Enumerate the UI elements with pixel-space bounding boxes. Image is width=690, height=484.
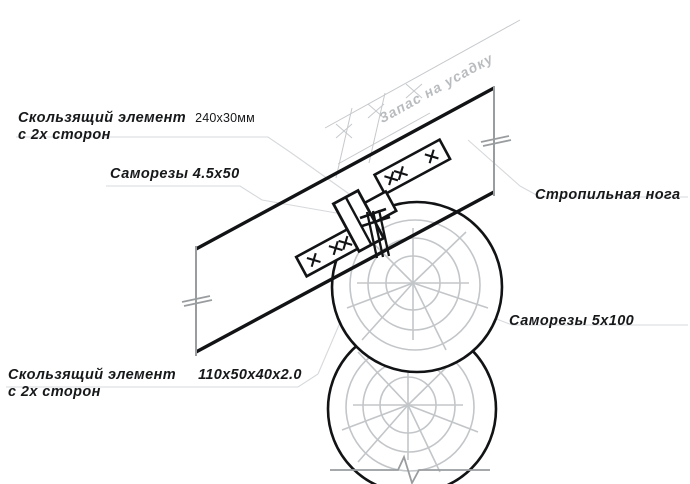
large-screws-group [359,207,391,259]
label-sliding-element-top-line2: с 2х сторон [18,127,111,144]
shrinkage-cross-marks [335,83,423,139]
label-sliding-element-top: Скользящий элемент 240х30мм с 2х сторон [18,110,255,144]
break-zigzag [330,454,490,484]
left-break-tick [181,295,213,307]
rafter-bottom-edge [195,190,495,354]
large-screw-head-tick-1 [359,207,387,220]
label-sliding-element-top-row1: Скользящий элемент 240х30мм [18,110,255,127]
large-screw-2 [371,210,385,258]
slide-plate-right-body [372,137,452,196]
shrinkage-tick-2 [368,92,386,164]
label-sliding-element-bottom: Скользящий элемент 110х50х40х2.0 с 2х ст… [8,367,302,401]
label-sliding-element-top-line1: Скользящий элемент [18,110,187,126]
label-screws-small: Саморезы 4.5x50 [110,166,240,182]
shrinkage-tick-1 [335,107,353,179]
slide-center-box-divider [344,196,373,246]
label-sliding-element-bottom-line2: с 2х сторон [8,384,101,401]
label-rafter-leg: Стропильная нога [535,187,681,203]
bottom-break-line [330,454,490,484]
rafter-top-edge [195,86,495,251]
shrinkage-guide-upper [324,19,521,129]
leader-sliding-top [16,136,291,153]
leader-rafter-leg [519,185,688,198]
leader-sliding-top-tail [289,151,353,197]
large-screw-head-tick-2 [361,215,391,228]
right-break-tick [480,135,512,147]
leader-screws-small-tail [261,199,343,215]
end-break-lines [181,86,512,356]
label-sliding-element-bottom-row1: Скользящий элемент 110х50х40х2.0 [8,367,302,384]
label-screws-large: Саморезы 5х100 [509,313,635,329]
large-screw-3 [377,209,391,257]
large-screw-1 [365,211,379,259]
rafter-beam [195,86,495,354]
slide-plate-right-screws [384,149,439,186]
leader-sliding-bottom [6,373,319,388]
shrinkage-allowance-guides [324,19,521,179]
shrinkage-guide-lower [337,112,431,165]
label-sliding-element-bottom-line1: Скользящий элемент [8,367,177,383]
leader-screws-large [493,317,688,326]
slide-plate-right [372,137,452,196]
label-sliding-element-bottom-dim: 110х50х40х2.0 [198,367,302,383]
slide-plate-left-screws [306,235,353,268]
label-sliding-element-top-dim: 240х30мм [195,111,255,125]
leader-screws-small [106,185,263,201]
